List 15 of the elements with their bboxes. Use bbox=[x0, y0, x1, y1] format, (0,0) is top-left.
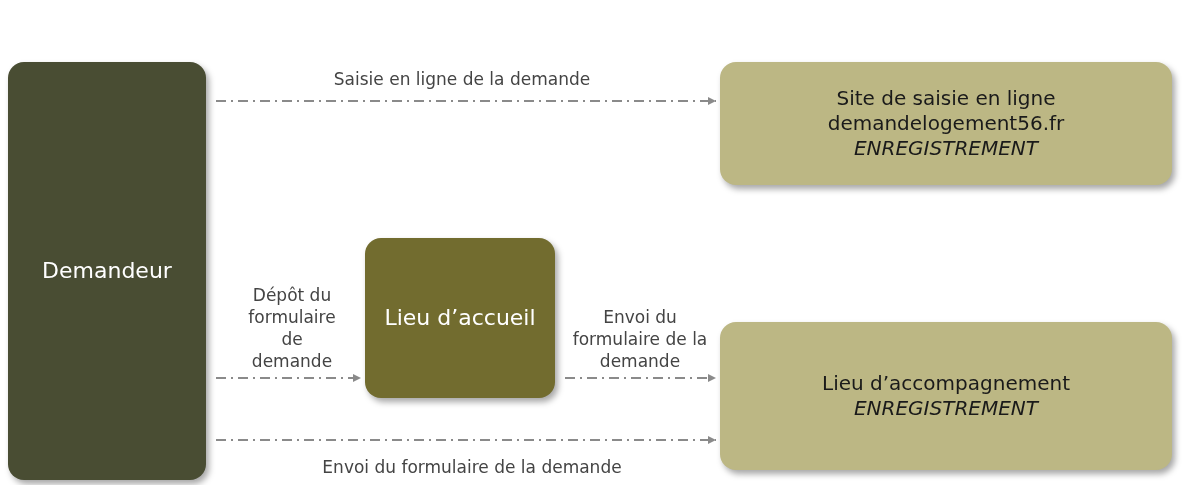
process-box bbox=[720, 322, 1172, 470]
node-text: ENREGISTREMENT bbox=[853, 396, 1038, 421]
process-box bbox=[720, 62, 1172, 185]
node-text: Lieu d’accompagnement bbox=[822, 371, 1070, 396]
arrow bbox=[215, 436, 717, 444]
node-text: Lieu d’accueil bbox=[384, 304, 536, 332]
process-box bbox=[365, 238, 555, 398]
node-text: ENREGISTREMENT bbox=[853, 136, 1038, 161]
arrow bbox=[564, 374, 717, 382]
arrow bbox=[215, 97, 717, 105]
node-text: Demandeur bbox=[42, 257, 172, 285]
node-text: demandelogement56.fr bbox=[827, 111, 1065, 136]
arrow bbox=[215, 374, 362, 382]
process-box bbox=[8, 62, 206, 480]
node-text: Site de saisie en ligne bbox=[836, 86, 1056, 111]
